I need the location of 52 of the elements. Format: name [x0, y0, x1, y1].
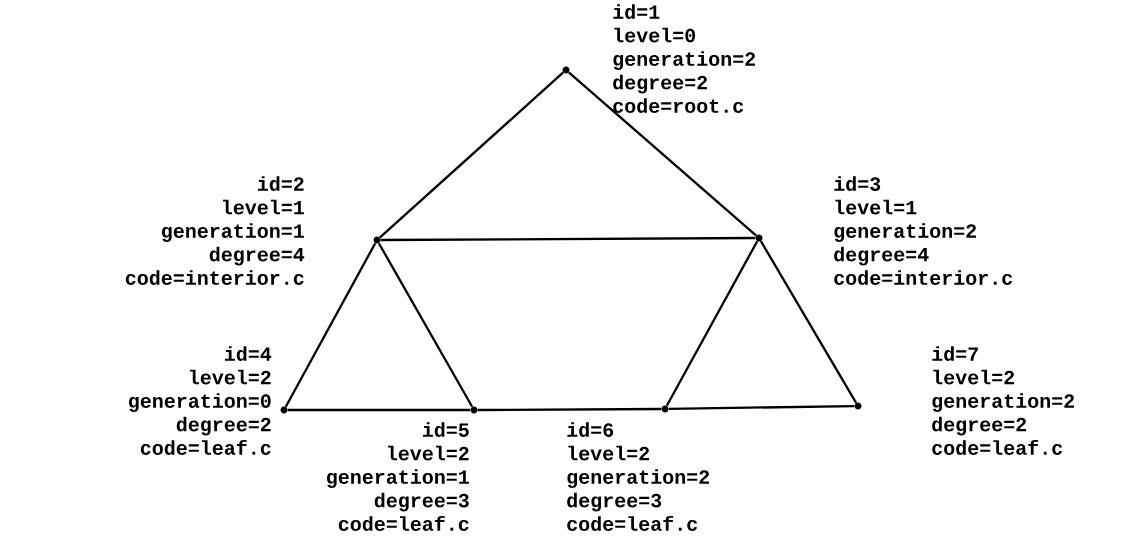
vertex-label: id=1 level=0 generation=2 degree=2 code=root.c	[613, 4, 756, 113]
node-label: level=1	[835, 199, 917, 215]
edge-line	[477, 407, 662, 412]
edge-line	[377, 242, 474, 408]
node-label: level=2	[387, 445, 469, 461]
node-label: id=7	[932, 346, 978, 361]
vertex-label: id=2 level=1 generation=1 degree=4 code=interior.c	[125, 176, 305, 285]
node-label: generation=2	[613, 51, 756, 70]
node-label: generation=2	[932, 393, 1075, 412]
node-label: level=1	[222, 199, 304, 215]
node-label: level=2	[933, 369, 1015, 385]
node-label: level=2	[189, 369, 271, 385]
vertex-label: id=6 level=2 generation=2 degree=3 code=leaf.c	[567, 422, 710, 531]
node-label: id=1	[613, 4, 660, 19]
node-label: degree=3	[567, 492, 662, 512]
node-label: code=root.c	[613, 98, 744, 113]
node-label: degree=4	[209, 246, 305, 266]
node-label: level=2	[568, 445, 650, 461]
node-label: degree=2	[613, 74, 708, 94]
edge-line	[568, 71, 757, 237]
edge-line	[665, 240, 759, 407]
node-label: degree=4	[834, 246, 929, 266]
edge-line	[284, 242, 377, 408]
node-label: generation=0	[128, 393, 271, 412]
node-label: degree=2	[932, 416, 1027, 436]
node-label: generation=2	[834, 223, 977, 242]
vertex-label: id=5 level=2 generation=1 degree=3 code=leaf.c	[327, 422, 469, 531]
node-label: generation=2	[567, 469, 710, 488]
edge-line	[759, 240, 858, 404]
node-label: id=4	[224, 346, 272, 361]
node-label: level=0	[614, 27, 696, 43]
edge-line	[668, 404, 855, 411]
node-label: generation=1	[326, 469, 469, 488]
edge-line	[379, 71, 565, 239]
vertex-label: id=3 level=1 generation=2 degree=4 code=interior.c	[834, 176, 1013, 285]
node-label: code=leaf.c	[338, 515, 469, 531]
node-label: degree=2	[176, 416, 271, 436]
node-label: id=2	[257, 176, 304, 191]
node-label: generation=1	[161, 223, 304, 242]
vertex-label: id=7 level=2 generation=2 degree=2 code=leaf.c	[932, 346, 1075, 455]
node-label: id=5	[422, 422, 469, 437]
node-label: degree=3	[374, 492, 469, 512]
node-label: code=leaf.c	[932, 439, 1063, 455]
node-label: code=leaf.c	[140, 439, 271, 455]
node-label: id=3	[834, 176, 881, 191]
node-label: code=interior.c	[125, 270, 304, 285]
node-label: code=interior.c	[834, 270, 1013, 285]
node-label: id=6	[567, 422, 614, 437]
edge-line	[287, 408, 471, 412]
edge-line	[380, 236, 756, 242]
vertex-label: id=4 level=2 generation=0 degree=2 code=leaf.c	[129, 346, 272, 455]
node-label: code=leaf.c	[567, 515, 698, 531]
